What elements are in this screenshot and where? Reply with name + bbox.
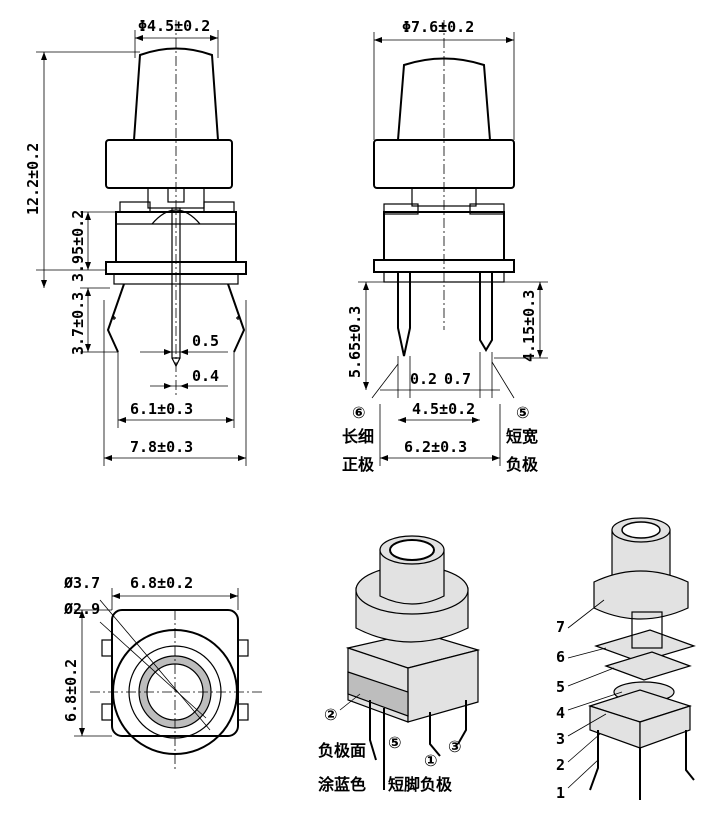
inner-diameter-label: Ø2.9	[63, 600, 100, 618]
part-3: 3	[556, 730, 565, 748]
part-5: 5	[556, 678, 565, 696]
body-height-label: 3.95±0.2	[69, 210, 87, 282]
iso-callout-5: ⑤	[388, 733, 402, 752]
iso-callout-1: ①	[424, 751, 438, 770]
note-positive: 正极	[342, 455, 375, 474]
lead-pitch-label: 6.1±0.3	[130, 400, 193, 418]
base-diameter-label: Φ7.6±0.2	[402, 18, 474, 36]
callout-6: ⑥	[352, 403, 366, 422]
note-negative-face: 负极面	[318, 741, 366, 760]
outer-diameter-label: Ø3.7	[63, 574, 100, 592]
top-height-label: 6.8±0.2	[62, 659, 80, 722]
note-negative: 负极	[506, 455, 539, 474]
side-view: Φ7.6±0.2 5.65±0.3 4.15±0.3 0.2 0.7 4.5±0…	[342, 18, 548, 474]
part-7: 7	[556, 618, 565, 636]
note-short-negative: 短脚负极	[388, 775, 453, 794]
callout-5: ⑤	[516, 403, 530, 422]
dim-b-label: 0.7	[444, 370, 471, 388]
lead-length-label: 3.7±0.3	[69, 292, 87, 355]
iso-callout-2: ②	[324, 705, 338, 724]
center-pin-width-label: 0.5	[192, 332, 219, 350]
cap-diameter-label: Φ4.5±0.2	[138, 17, 210, 35]
part-6: 6	[556, 648, 565, 666]
note-painted-blue: 涂蓝色	[318, 775, 366, 794]
center-pin-thickness-label: 0.4	[192, 367, 219, 385]
note-short-wide: 短宽	[506, 427, 538, 446]
height-total-label: 12.2±0.2	[24, 143, 42, 215]
top-width-label: 6.8±0.2	[130, 574, 193, 592]
iso-callout-3: ③	[448, 737, 462, 756]
part-2: 2	[556, 756, 565, 774]
right-lead-length-label: 4.15±0.3	[520, 290, 538, 362]
left-lead-length-label: 5.65±0.3	[346, 306, 364, 378]
inner-pitch-label: 4.5±0.2	[412, 400, 475, 418]
note-long-thin: 长细	[342, 427, 374, 446]
outer-pitch-label: 6.2±0.3	[404, 438, 467, 456]
front-view: Φ4.5±0.2 12.2±0.2 3.95±0.2 3.7±0.3 0.5 0…	[24, 17, 247, 466]
part-1: 1	[556, 784, 565, 802]
top-view: 6.8±0.2 6.8±0.2 Ø3.7 Ø2.9	[62, 574, 262, 770]
exploded-view: 1 2 3 4 5 6 7	[556, 517, 696, 802]
iso-view: ② ⑤ ① ③ 负极面 涂蓝色 短脚负极	[318, 535, 481, 794]
dim-a-label: 0.2	[410, 370, 437, 388]
part-4: 4	[556, 704, 565, 722]
overall-width-label: 7.8±0.3	[130, 438, 193, 456]
